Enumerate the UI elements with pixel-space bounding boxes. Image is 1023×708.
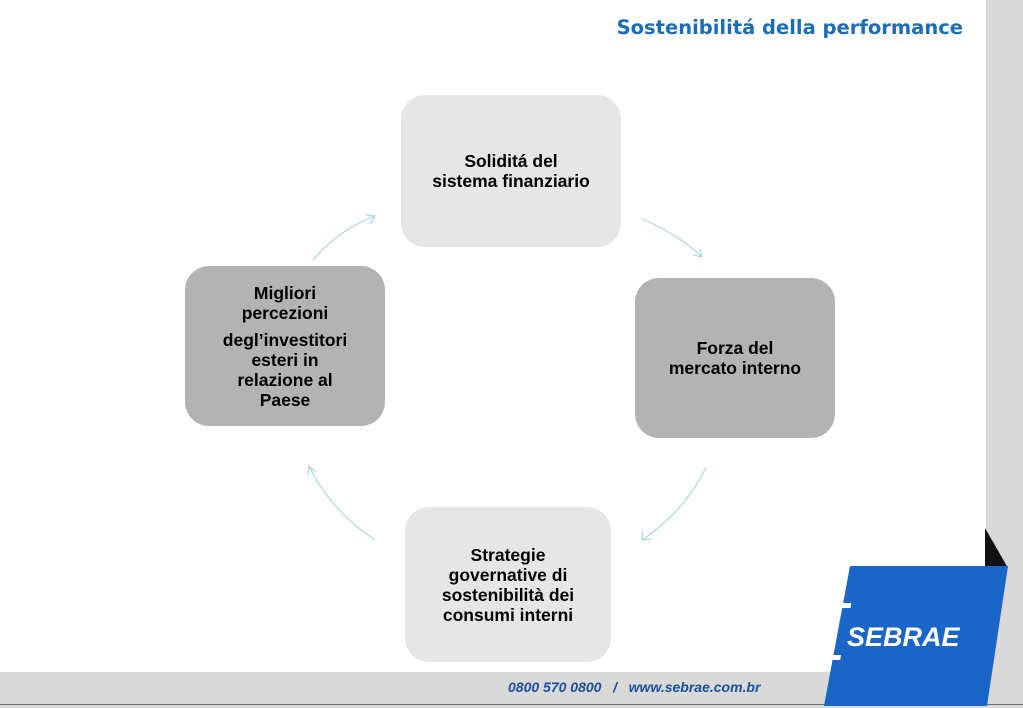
page-title: Sostenibilitá della performance (616, 16, 963, 39)
node-text-line: Strategie (470, 544, 546, 565)
node-text-line: consumi interni (442, 604, 574, 625)
node-text-line: Paese (259, 389, 311, 410)
arrow-bottom-to-left-head (307, 464, 317, 476)
node-text-line: sistema finanziario (432, 171, 590, 191)
arrow-right-to-bottom (641, 466, 707, 541)
logo-black-triangle (985, 528, 1008, 568)
node-text-line: sostenibilità dei (441, 584, 575, 605)
cycle-node-government-strategies: Strategie governative di sostenibilità d… (405, 507, 611, 662)
node-text-line: percezioni (241, 302, 329, 323)
node-text-line: relazione al (237, 369, 333, 390)
node-text-line: governative di (448, 564, 568, 585)
logo-wordmark: SEBRAE (847, 622, 961, 652)
logo-blue-panel (824, 566, 1008, 706)
node-text-line: Forza del (696, 338, 774, 358)
node-text-line: mercato interno (668, 358, 802, 378)
node-paragraph: degl’investitori esteri in relazione al … (223, 330, 347, 410)
arrow-left-to-top-head (365, 214, 377, 225)
cycle-node-financial-solidity: Soliditá del sistema finanziario (401, 95, 621, 247)
node-text-line: Soliditá del (464, 151, 558, 171)
footer-website-link[interactable]: www.sebrae.com.br (628, 679, 761, 695)
node-text-line: Migliori (253, 282, 317, 303)
node-text-line: degl’investitori (222, 329, 348, 350)
arrow-top-to-right (641, 218, 703, 258)
cycle-node-investor-perceptions: Migliori percezioni degl’investitori est… (185, 266, 385, 426)
cycle-node-domestic-market: Forza del mercato interno (635, 278, 835, 438)
footer-separator: / (613, 679, 617, 695)
arrow-bottom-to-left (308, 465, 376, 541)
arrow-top-to-right-head (692, 248, 703, 258)
arrow-right-to-bottom-head (641, 530, 652, 541)
footer-phone[interactable]: 0800 570 0800 (508, 679, 602, 695)
logo-stripe-bottom (810, 655, 841, 660)
footer-divider (0, 704, 1023, 705)
node-text-line: esteri in (251, 349, 319, 370)
logo-stripe-top (812, 603, 852, 608)
footer-contact: 0800 570 0800 / www.sebrae.com.br (508, 679, 760, 695)
arrow-left-to-top (312, 215, 376, 261)
node-paragraph: Migliori percezioni (242, 283, 329, 323)
